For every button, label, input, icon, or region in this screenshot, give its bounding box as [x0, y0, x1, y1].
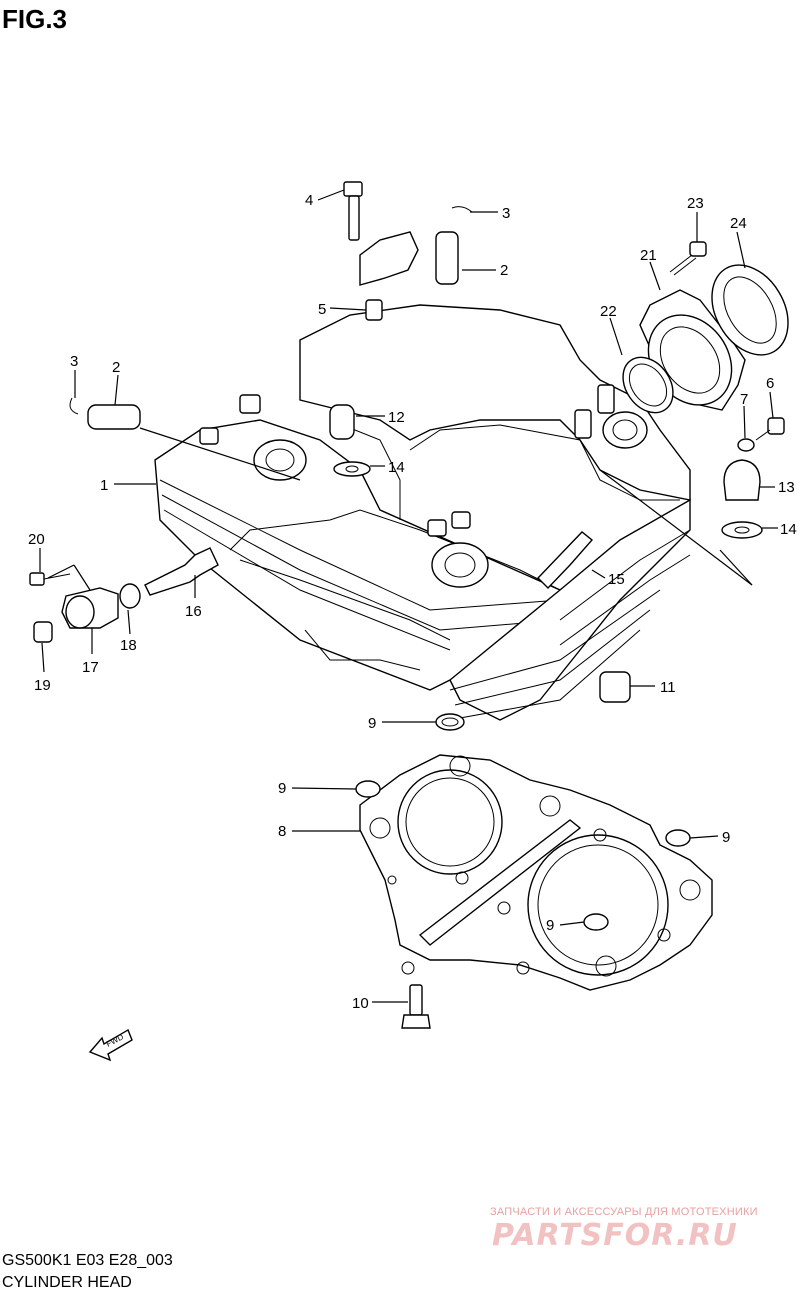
callout-3-top: 3 — [502, 205, 510, 222]
callout-3-left: 3 — [70, 353, 78, 370]
callout-9-left: 9 — [278, 780, 286, 797]
callout-24: 24 — [730, 215, 747, 232]
callout-10: 10 — [352, 995, 369, 1012]
callout-2-left: 2 — [112, 359, 120, 376]
callout-6: 6 — [766, 375, 774, 392]
callout-2-top: 2 — [500, 262, 508, 279]
watermark-brand: PARTSFOR.RU — [492, 1218, 738, 1253]
leader-lines — [39, 189, 778, 1003]
intake-pipe-assembly — [622, 264, 789, 414]
watermark-tagline: ЗАПЧАСТИ И АКСЕССУАРЫ ДЛЯ МОТОТЕХНИКИ — [490, 1206, 758, 1218]
callout-18: 18 — [120, 637, 137, 654]
callout-14-right: 14 — [780, 521, 797, 538]
callout-5: 5 — [318, 301, 326, 318]
callout-14-top: 14 — [388, 459, 405, 476]
callout-17: 17 — [82, 659, 99, 676]
callout-9-top: 9 — [368, 715, 376, 732]
callout-12: 12 — [388, 409, 405, 426]
callout-22: 22 — [600, 303, 617, 320]
cylinder-head — [154, 304, 691, 721]
callout-7: 7 — [740, 391, 748, 408]
callout-11: 11 — [660, 679, 676, 696]
callout-15: 15 — [608, 571, 625, 588]
callout-16: 16 — [185, 603, 202, 620]
assembly-name: CYLINDER HEAD — [2, 1274, 132, 1291]
callout-23: 23 — [687, 195, 704, 212]
callout-8: 8 — [278, 823, 286, 840]
callout-20: 20 — [28, 531, 45, 548]
fwd-arrow-icon: FWD — [88, 1028, 133, 1062]
small-parts — [29, 181, 785, 731]
callout-13: 13 — [778, 479, 795, 496]
head-gasket — [355, 754, 713, 991]
callout-19: 19 — [34, 677, 51, 694]
callout-1: 1 — [100, 477, 108, 494]
callout-9-right: 9 — [722, 829, 730, 846]
callout-labels: 1 2 2 3 3 4 5 6 7 8 9 9 9 9 10 11 12 13 … — [28, 192, 797, 1012]
callout-21: 21 — [640, 247, 657, 264]
model-code: GS500K1 E03 E28_003 — [2, 1252, 173, 1269]
callout-4: 4 — [305, 192, 313, 209]
callout-9-inner: 9 — [546, 917, 554, 934]
figure-title: FIG.3 — [2, 4, 68, 34]
bolt-10 — [401, 984, 431, 1029]
